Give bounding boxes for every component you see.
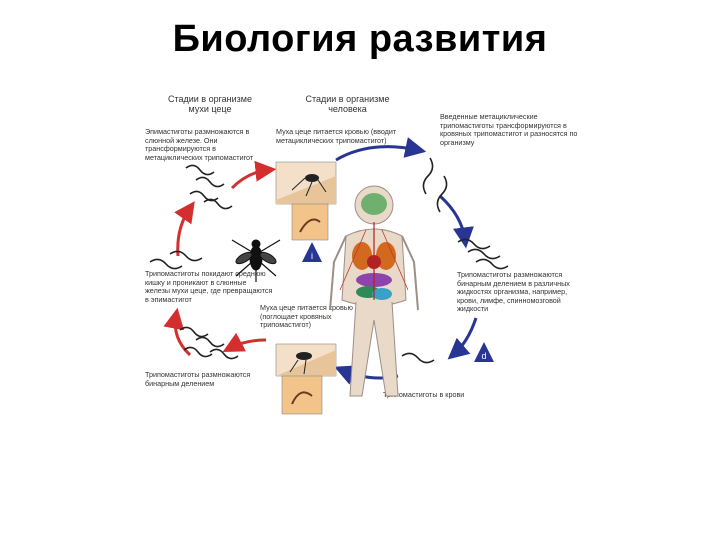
label-trypo-multiply-binary: Трипомастиготы размножаются бинарным дел… [145,370,251,388]
tsetse-fly-icon [231,239,281,282]
human-cycle-arrow-right [438,194,474,249]
trypanosome-icon [183,346,213,358]
label-trypo-in-blood: Трипомастиготы в крови [383,390,465,399]
trypanosome-icon [457,238,491,250]
trypanosome-icon [401,352,435,364]
trypanosome-icon [169,250,203,262]
bite-panel-bottom [275,343,337,415]
fly-cycle-arrow-left-lower [163,307,192,357]
human-body-figure [329,185,419,397]
human-cycle-arrow-lower-right [447,317,478,360]
trypanosome-icon [189,190,219,202]
infective-stage-marker: i [302,242,322,262]
page-title: Биология развития [172,18,548,60]
label-fly-ingests: Муха цеце питается кровью (поглощает кро… [260,303,353,330]
fly-cycle-arrow-top [230,160,277,190]
trypanosome-icons [149,157,509,364]
label-metacyclic-transform: Введенные метациклические трипомастиготы… [440,112,578,147]
trypanosome-icon [195,176,225,188]
human-cycle-arrow-top [335,137,427,162]
label-epimastigotes: Эпимастиготы размножаются в слюнной желе… [145,127,254,162]
label-trypo-leave-midgut: Трипомастиготы покидают среднюю кишку и … [145,269,273,304]
label-fly-feeds-blood: Муха цеце питается кровью (вводит метаци… [276,127,397,145]
trypanosome-icon [475,258,509,270]
label-trypo-multiply-fluids: Трипомастиготы размножаются бинарным дел… [457,270,570,314]
trypanosome-icon [203,198,233,210]
trypanosome-icon [179,326,209,338]
bite-panel-top [275,161,337,241]
fly-cycle-arrow-left-upper [174,201,195,257]
diagnostic-marker-text: d [481,351,486,361]
header-human-stages: Стадии в организме человека [305,94,390,114]
header-fly-stages: Стадии в организме мухи цеце [167,94,253,114]
diagnostic-stage-marker: d [474,342,494,362]
trypanosome-icon [436,175,448,213]
trypanosome-icon [467,248,501,260]
trypanosome-icon [185,164,215,176]
fly-cycle-arrow-bottom [222,332,267,352]
trypanosome-icon [195,336,225,348]
trypanosome-icon [149,258,183,270]
infective-marker-text: i [311,251,313,261]
trypanosome-icon [422,157,434,195]
trypanosome-icon [209,348,239,360]
